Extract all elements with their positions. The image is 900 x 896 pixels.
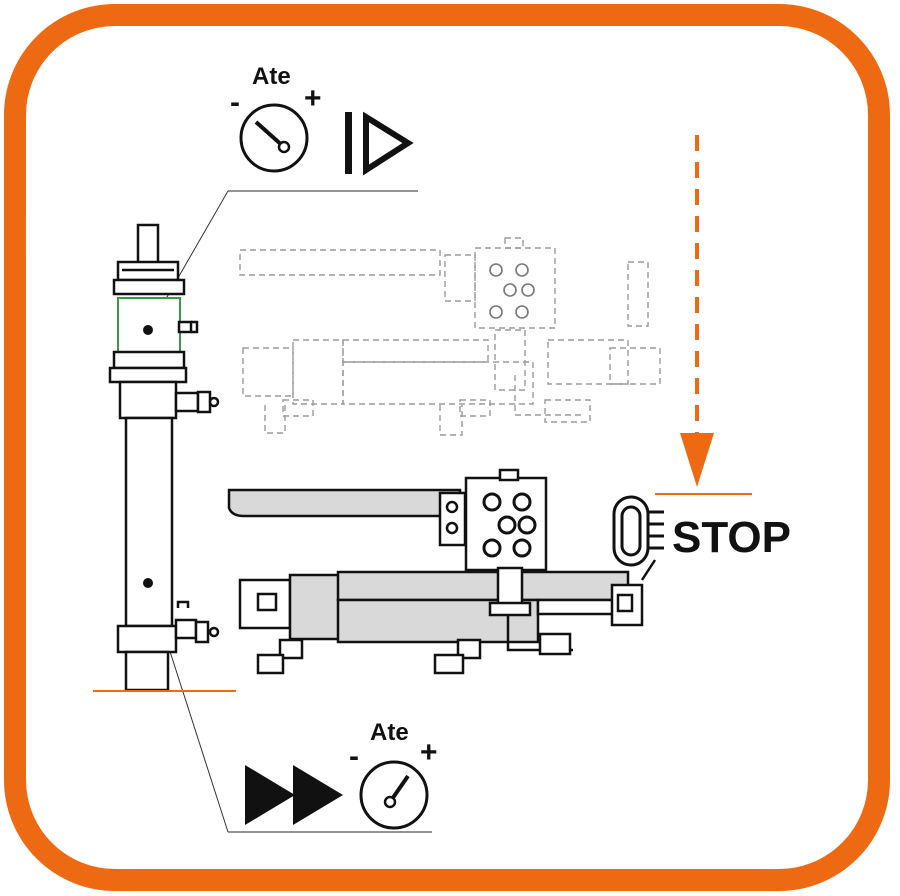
gauge-high-icon bbox=[359, 760, 429, 830]
fast-forward-icon bbox=[245, 765, 343, 825]
bottom-callout-dot bbox=[143, 578, 153, 588]
top-callout-dot bbox=[143, 325, 153, 335]
stop-sensor-icon bbox=[612, 495, 664, 567]
valve-ports bbox=[482, 492, 537, 558]
top-ate-label: Ate bbox=[252, 63, 291, 90]
top-plus-label: + bbox=[304, 82, 322, 115]
gauge-low-icon bbox=[239, 103, 309, 173]
bottom-indicator: Ate - + bbox=[147, 582, 438, 833]
vertical-cylinder bbox=[108, 223, 220, 692]
bar-play-icon bbox=[345, 111, 414, 176]
orange-frame bbox=[4, 4, 890, 891]
ghost-valve-ports bbox=[489, 263, 535, 319]
ghost-assembly bbox=[239, 237, 661, 436]
top-indicator: Ate - + bbox=[147, 63, 418, 331]
top-minus-label: - bbox=[230, 86, 240, 119]
bottom-plus-label: + bbox=[420, 736, 438, 769]
down-arrow-icon bbox=[680, 135, 714, 487]
bottom-ate-label: Ate bbox=[370, 719, 409, 746]
stop-label: STOP bbox=[672, 513, 791, 562]
bottom-minus-label: - bbox=[349, 740, 359, 773]
main-assembly bbox=[227, 468, 657, 675]
